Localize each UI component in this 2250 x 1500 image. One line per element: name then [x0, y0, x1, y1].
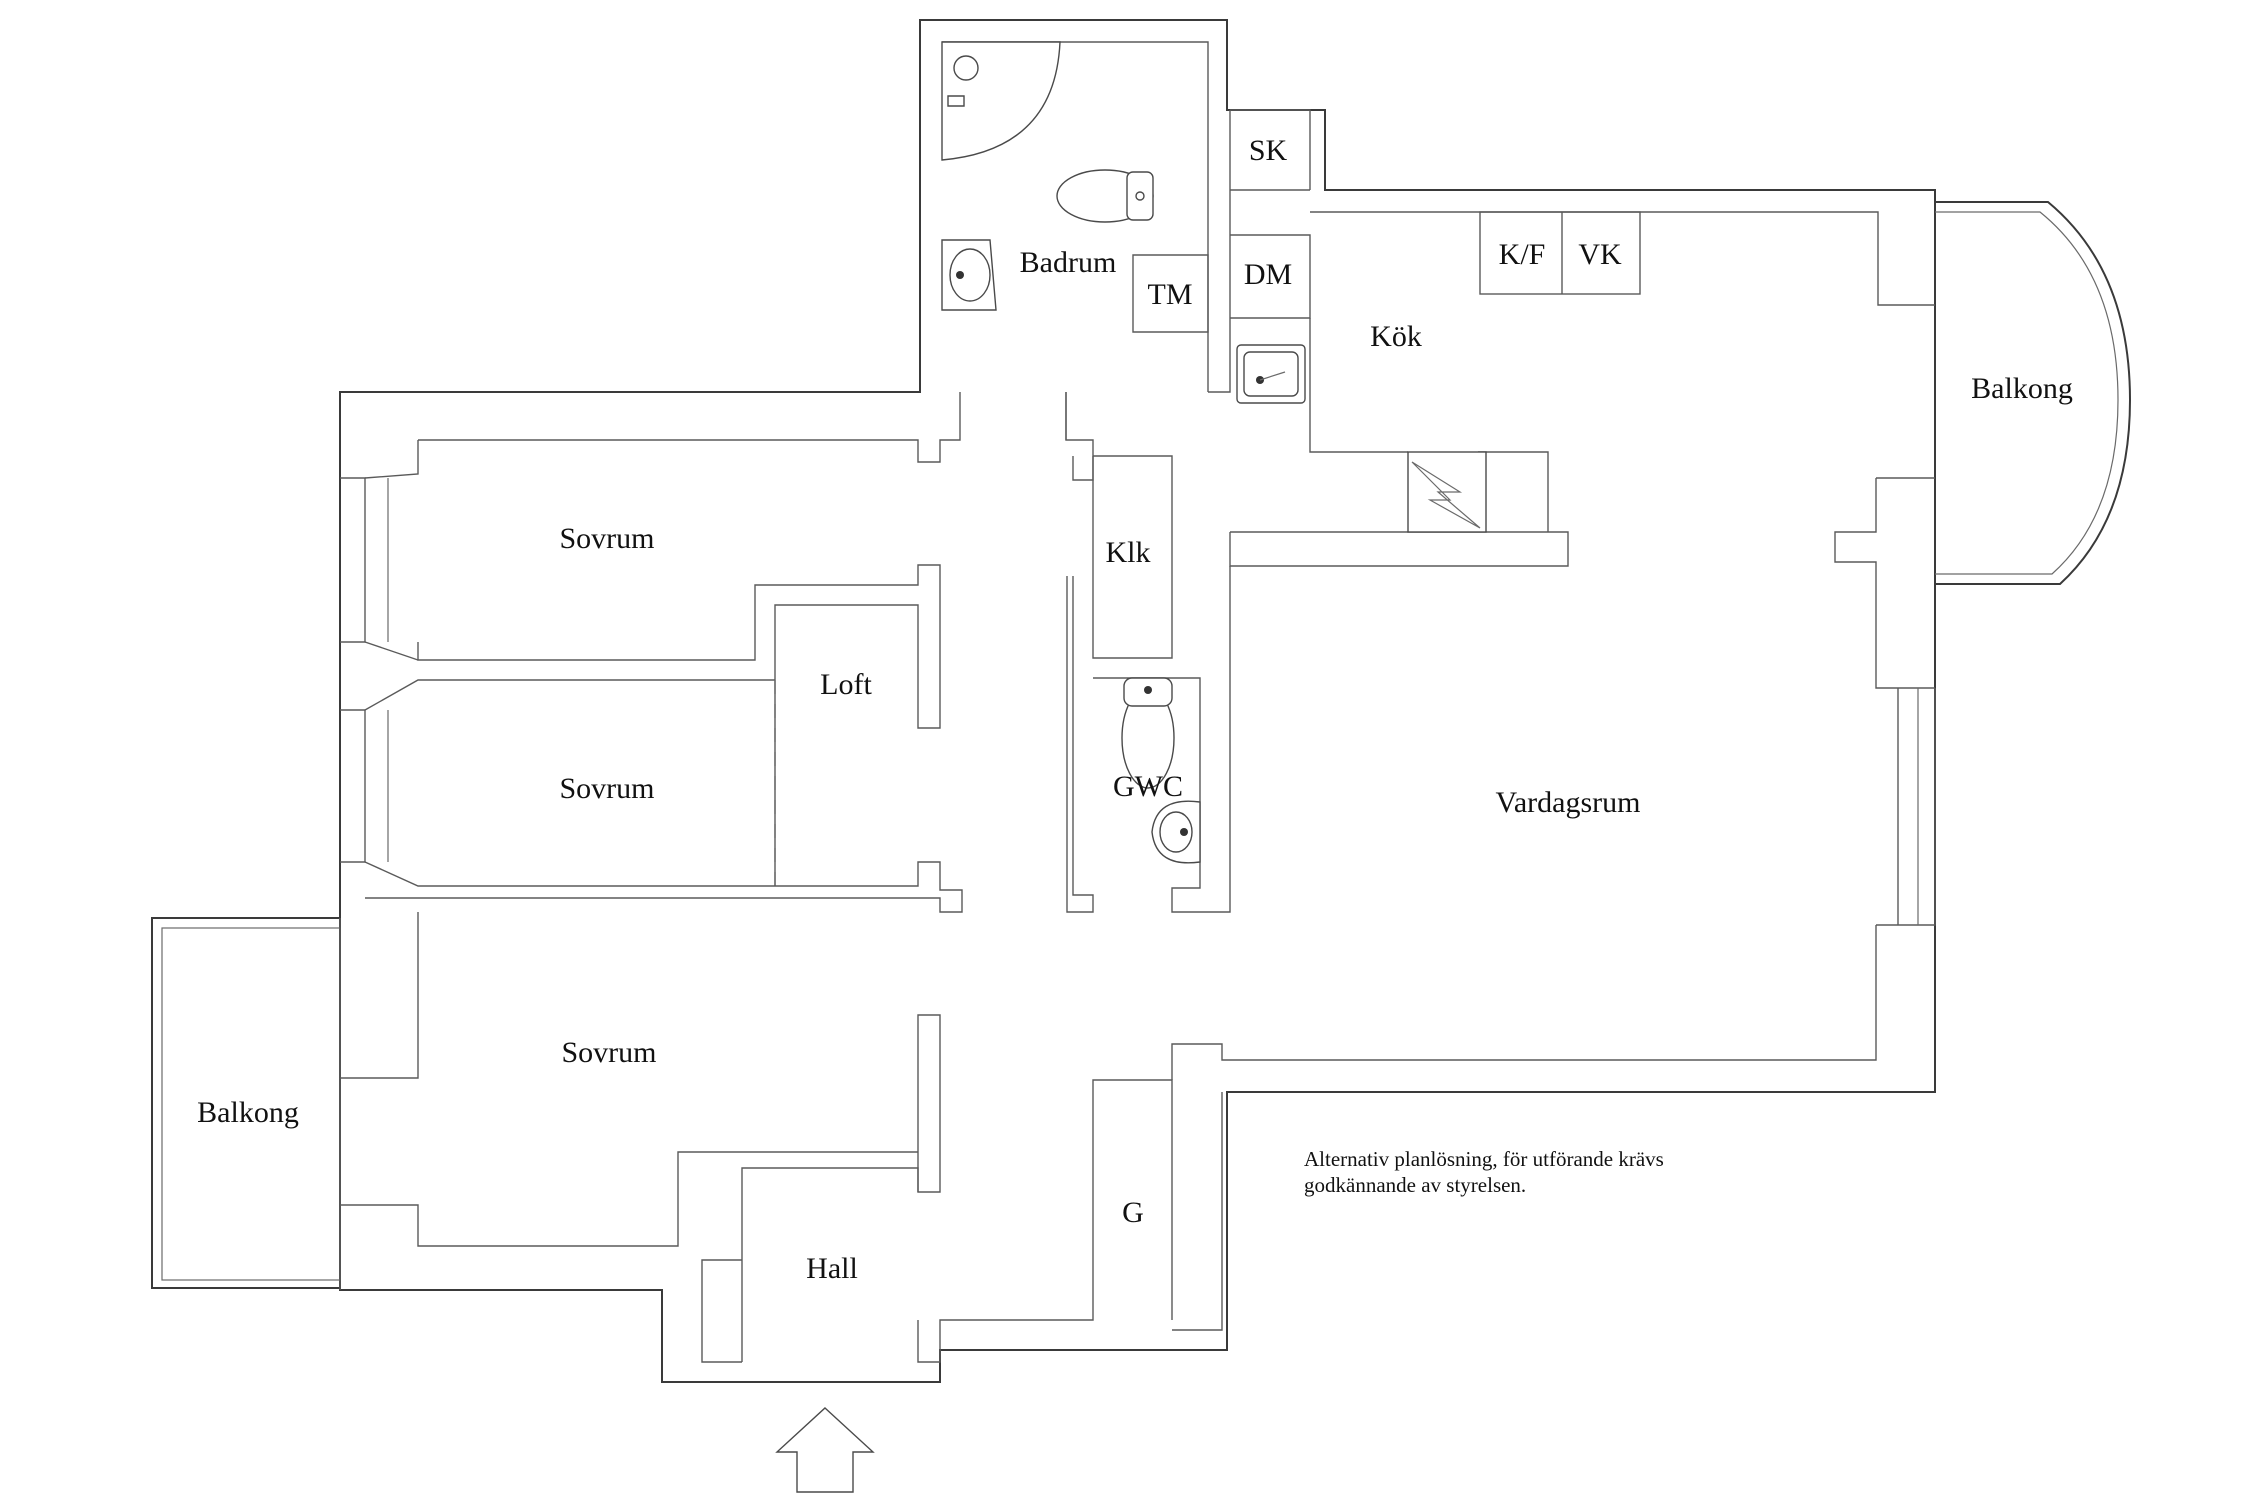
label-kf: K/F	[1499, 238, 1546, 271]
window-left-1	[340, 477, 366, 643]
g-storage-wall	[917, 1079, 1173, 1363]
toilet-icon	[1121, 677, 1175, 789]
klk-left-wall	[1066, 576, 1094, 913]
klk-closet	[1092, 455, 1173, 659]
hall-closet	[701, 1259, 742, 1363]
label-loft: Loft	[820, 668, 872, 701]
fireplace-icon	[1407, 451, 1487, 533]
entrance-arrow-icon	[775, 1407, 875, 1493]
label-klk: Klk	[1106, 536, 1151, 569]
sk-closet	[1230, 109, 1311, 191]
label-balkong-right: Balkong	[1971, 372, 2073, 405]
balcony-outline-curve	[1935, 201, 2132, 585]
label-sovrum-3: Sovrum	[561, 1036, 656, 1069]
label-gwc: GWC	[1113, 770, 1183, 803]
interior-walls	[339, 109, 1936, 1363]
kitchen-top-wall	[1310, 211, 1935, 306]
sovrum1-corner	[364, 440, 419, 479]
label-vk: VK	[1578, 238, 1622, 271]
label-sk: SK	[1249, 134, 1288, 167]
wall-bevel	[364, 641, 419, 661]
label-balkong-left: Balkong	[197, 1096, 299, 1129]
sovrum3-bottom-wall	[340, 1014, 941, 1247]
living-right-wall	[1834, 477, 1935, 689]
sovrum1-top-wall	[418, 392, 961, 463]
sink-icon	[1151, 800, 1201, 864]
note-line-2: godkännande av styrelsen.	[1304, 1173, 1526, 1197]
label-tm: TM	[1148, 278, 1193, 311]
sovrum2-top-wall	[364, 679, 775, 711]
corridor-wall	[1065, 392, 1094, 481]
gwc-wall	[1093, 566, 1231, 913]
kf-vk-block	[1479, 211, 1641, 295]
label-g: G	[1122, 1196, 1144, 1229]
label-hall: Hall	[806, 1252, 858, 1285]
right-balcony	[1935, 201, 2132, 585]
note-line-1: Alternativ planlösning, för utförande kr…	[1304, 1147, 1664, 1171]
sovrum2-bottom-wall	[364, 861, 963, 913]
stove-icon	[1236, 344, 1306, 404]
shower-icon	[941, 41, 1061, 161]
sovrum1-bottom-wall	[417, 564, 941, 886]
toilet-icon	[1056, 169, 1154, 223]
dm-closet	[1230, 234, 1311, 319]
bath-wall	[1065, 110, 1231, 440]
g-right-wall	[1172, 1092, 1223, 1331]
sink-icon	[941, 239, 997, 311]
label-sovrum-1: Sovrum	[559, 522, 654, 555]
label-kok: Kök	[1370, 320, 1422, 353]
balcony-railing-curve	[1935, 211, 2119, 575]
hall-wall	[741, 1167, 919, 1362]
fixtures	[941, 41, 1487, 864]
living-bottom-wall	[1171, 925, 1877, 1080]
label-badrum: Badrum	[1020, 246, 1117, 279]
sovrum3-left-wall	[339, 912, 419, 1079]
label-dm: DM	[1244, 258, 1292, 291]
window-left-2	[340, 709, 366, 863]
tm-closet	[1132, 254, 1209, 333]
living-window	[1876, 688, 1936, 926]
label-vardagsrum: Vardagsrum	[1496, 786, 1641, 819]
label-sovrum-2: Sovrum	[559, 772, 654, 805]
room-labels: Badrum TM SK DM K/F VK Kök Balkong Klk S…	[197, 134, 2073, 1285]
plan-note: Alternativ planlösning, för utförande kr…	[1304, 1147, 1664, 1197]
